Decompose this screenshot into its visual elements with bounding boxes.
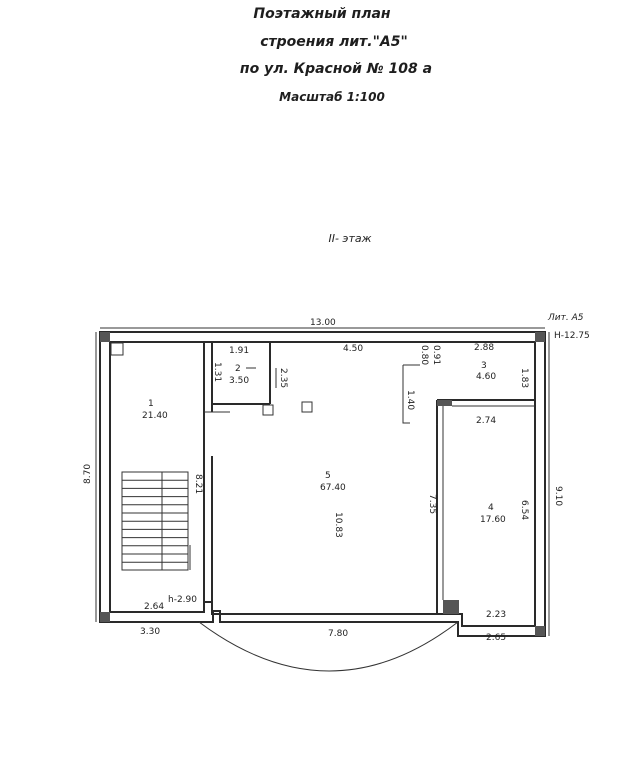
dim-right-total: 9.10: [553, 486, 563, 506]
dim-room3-height: 1.83: [519, 368, 529, 388]
dim-room2-side: 2.35: [278, 368, 288, 388]
dim-col-a: 0.80: [419, 345, 429, 365]
room-4-number: 4: [488, 503, 494, 513]
plan-title: Поэтажный план: [253, 6, 391, 22]
room-1-number: 1: [148, 399, 154, 409]
room-3-number: 3: [481, 361, 487, 371]
building-title: строения лит."А5": [260, 34, 408, 50]
dim-room4-left: 7.35: [427, 494, 437, 514]
dim-col-b: 0.91: [431, 345, 441, 365]
lit-label: Лит. А5: [547, 313, 584, 323]
height-label: Н-12.75: [554, 331, 590, 341]
floor-label: II- этаж: [328, 232, 372, 245]
entrance-arc: [198, 621, 459, 672]
dim-room3-width: 2.88: [474, 343, 494, 353]
scale-label: Масштаб 1:100: [279, 90, 385, 104]
dim-arc-width: 7.80: [328, 629, 348, 639]
dim-bottom-left-inner: 2.64: [144, 602, 164, 612]
dim-bottom-right: 2.65: [486, 633, 506, 643]
room-1-area: 21.40: [142, 411, 168, 421]
staircase: [121, 471, 191, 571]
dim-room5-top: 4.50: [343, 344, 363, 354]
dim-col-c: 1.40: [405, 390, 415, 410]
room-4-area: 17.60: [480, 515, 506, 525]
dim-room4-bottom: 2.23: [486, 610, 506, 620]
dim-top-total: 13.00: [310, 318, 336, 328]
address-title: по ул. Красной № 108 а: [239, 61, 433, 77]
outer-walls: [99, 331, 546, 637]
dim-room2-width: 1.91: [229, 346, 249, 356]
interior-walls: [110, 342, 535, 614]
room-2-area: 3.50: [229, 376, 249, 386]
dimension-lines: [95, 327, 550, 636]
dim-bottom-left: 3.30: [140, 627, 160, 637]
room-3-area: 4.60: [476, 372, 496, 382]
room-5-area: 67.40: [320, 483, 346, 493]
dim-room2-height: 1.31: [212, 362, 222, 382]
dim-room4-right: 6.54: [519, 500, 529, 520]
room-2-number: 2: [235, 364, 241, 374]
dim-room5-height: 10.83: [333, 512, 343, 538]
dim-left-total: 8.70: [83, 464, 93, 484]
plan-labels: Лит. А5 Н-12.75 13.00 8.70 9.10 1 21.40 …: [83, 313, 590, 643]
room-5-number: 5: [325, 471, 331, 481]
dim-room1-height: 8.21: [193, 474, 203, 494]
stair-height: h-2.90: [168, 595, 197, 605]
dim-room4-top: 2.74: [476, 416, 496, 426]
